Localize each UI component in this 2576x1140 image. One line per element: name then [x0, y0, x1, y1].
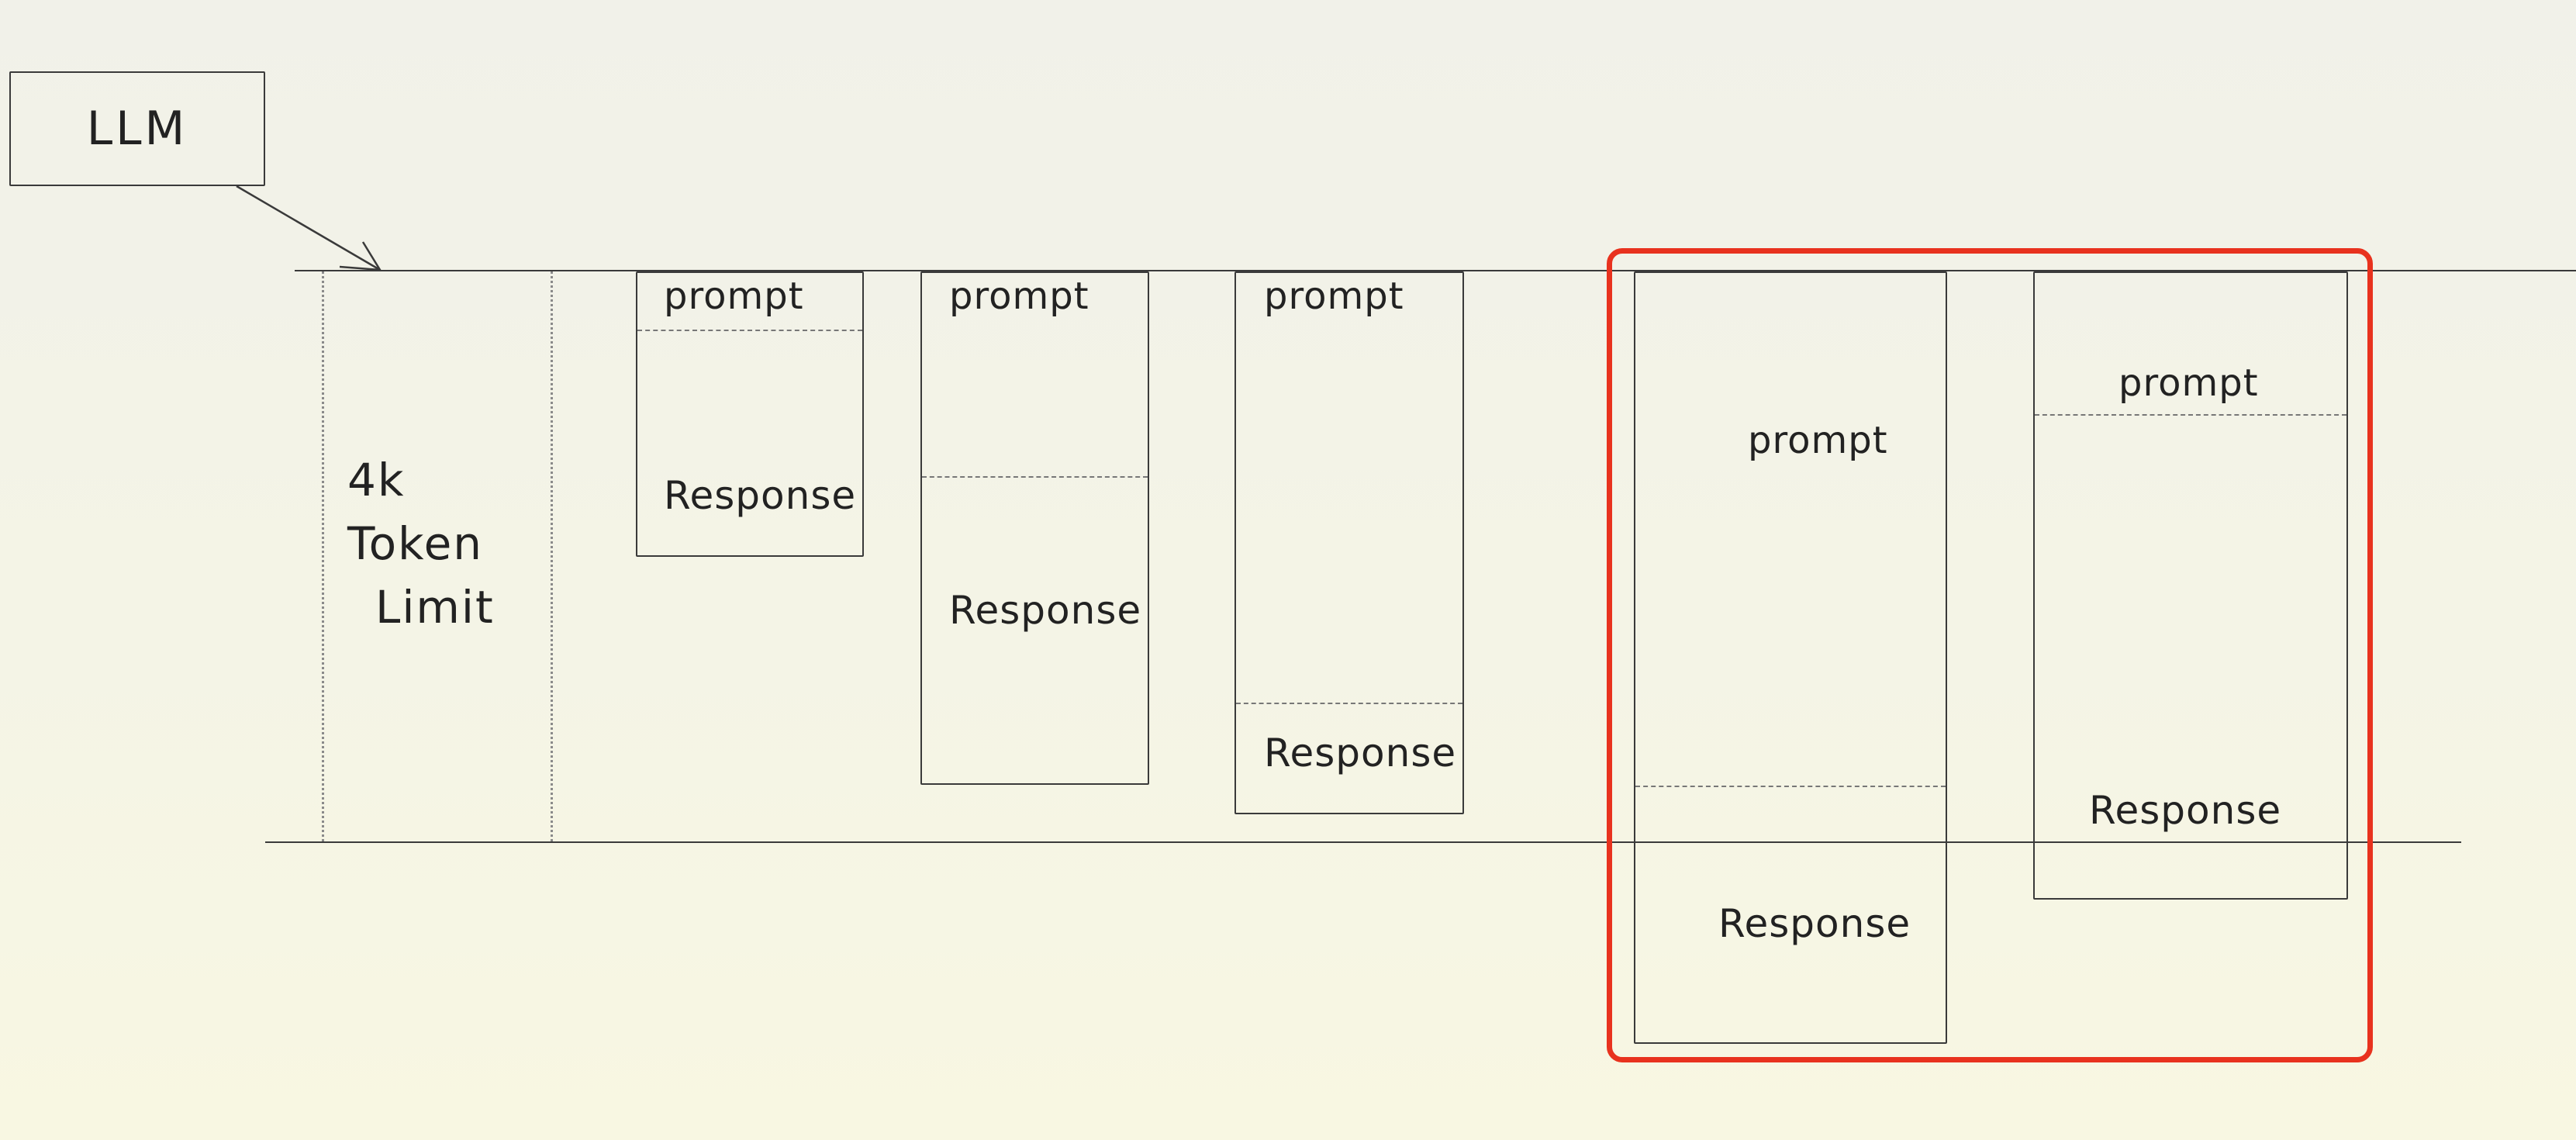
llm-label: LLM: [86, 102, 188, 156]
limit-line-3: Limit: [375, 581, 495, 634]
context-block-4: [1634, 271, 1947, 1044]
block-4-response-label: Response: [1718, 901, 1911, 946]
context-block-3: [1234, 271, 1464, 814]
block-5-prompt-label: prompt: [2118, 361, 2259, 405]
block-3-response-label: Response: [1264, 731, 1457, 776]
block-4-prompt-label: prompt: [1748, 419, 1888, 462]
block-2-prompt-label: prompt: [949, 275, 1089, 318]
block-2-divider: [922, 476, 1148, 478]
limit-column-right: [551, 271, 553, 841]
token-limit-label: 4k Token Limit: [347, 448, 495, 639]
block-5-response-label: Response: [2089, 788, 2282, 833]
block-5-divider: [2035, 414, 2346, 416]
block-1-divider: [637, 330, 862, 331]
block-2-response-label: Response: [949, 588, 1142, 633]
block-3-divider: [1236, 703, 1462, 704]
overflow-highlight: [1607, 248, 2373, 1062]
block-1-response-label: Response: [664, 473, 857, 518]
context-block-1: [636, 271, 864, 557]
block-4-divider: [1635, 786, 1946, 787]
context-block-5: [2033, 271, 2348, 900]
limit-line-1: 4k: [347, 454, 406, 506]
limit-line-2: Token: [347, 517, 484, 570]
block-3-prompt-label: prompt: [1264, 275, 1404, 318]
limit-bottom-line: [265, 841, 2461, 843]
llm-box: LLM: [9, 71, 265, 186]
limit-column-left: [322, 271, 324, 841]
limit-top-line: [295, 270, 2576, 271]
context-block-2: [920, 271, 1149, 785]
block-1-prompt-label: prompt: [664, 275, 804, 318]
